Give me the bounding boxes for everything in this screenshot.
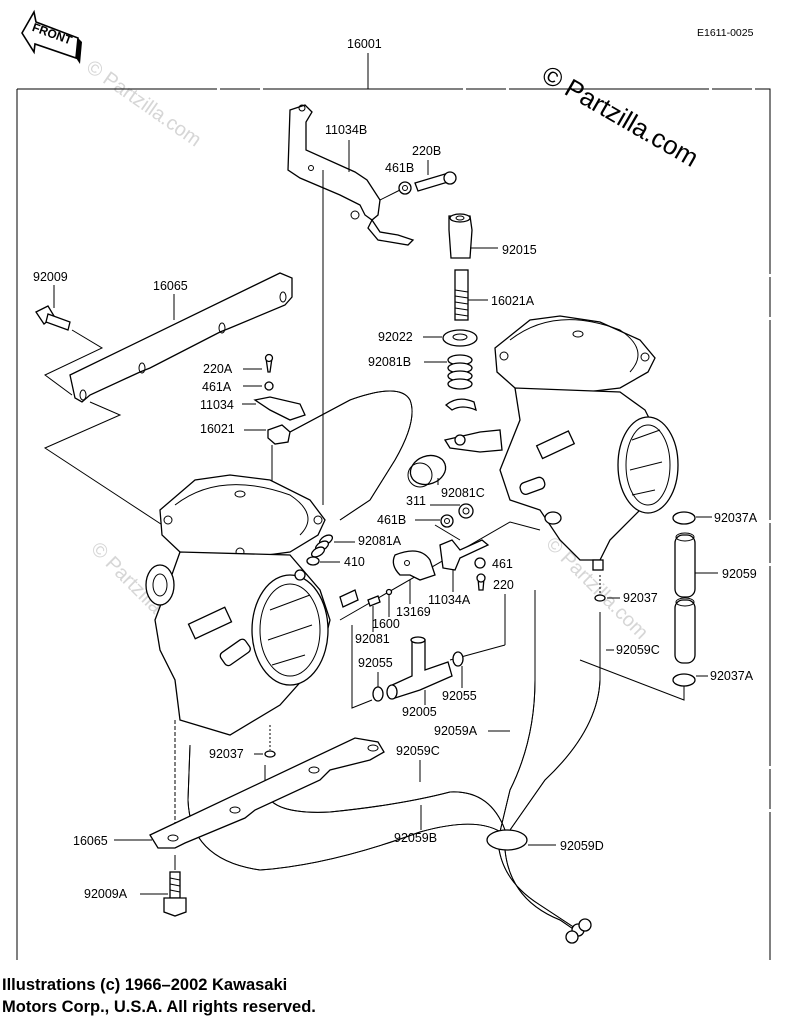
carburetor-right — [494, 315, 679, 571]
callout-92009: 92009 — [33, 270, 68, 284]
watermark-top-left: © Partzilla.com — [82, 56, 205, 151]
callout-92037-right: 92037 — [623, 591, 658, 605]
front-arrow-icon: FRONT — [21, 9, 82, 64]
clip — [444, 398, 477, 412]
callout-92059a: 92059A — [434, 724, 478, 738]
callout-11034: 11034 — [200, 398, 234, 412]
carburetor-left — [145, 474, 359, 736]
callout-311: 311 — [406, 494, 426, 508]
callout-92015: 92015 — [502, 243, 537, 257]
callout-220b: 220B — [412, 144, 441, 158]
callout-92037a-bottom: 92037A — [710, 669, 754, 683]
callout-92037-left: 92037 — [209, 747, 244, 761]
diagram-code: E1611-0025 — [697, 27, 754, 39]
callout-410: 410 — [344, 555, 365, 569]
callout-11034b: 11034B — [325, 123, 367, 137]
bolt-220b — [414, 171, 457, 192]
footer-line-2: Motors Corp., U.S.A. All rights reserved… — [2, 998, 316, 1016]
t-fitting-92005 — [386, 636, 453, 700]
spring-92081c — [407, 454, 447, 488]
bracket-16065-bottom — [149, 737, 385, 849]
clamp-92037a-bottom — [672, 673, 696, 687]
bolt-92009 — [35, 305, 71, 331]
plate-13169 — [392, 550, 436, 581]
callout-461b-mid: 461B — [377, 513, 406, 527]
adjuster-screw-16021a — [454, 269, 469, 321]
spring-92081b — [447, 354, 473, 390]
callout-92055-left: 92055 — [358, 656, 393, 670]
callout-92059d: 92059D — [560, 839, 604, 853]
callout-461b-top: 461B — [385, 161, 414, 175]
cable-fitting-16021 — [267, 424, 291, 445]
o-ring-92055-left — [372, 686, 384, 702]
callout-16065-top: 16065 — [153, 279, 188, 293]
callout-92009a: 92009A — [84, 887, 128, 901]
bracket-11034b — [287, 104, 415, 246]
washer-92022 — [442, 329, 478, 347]
callout-92059: 92059 — [722, 567, 757, 581]
callout-92059c-mid: 92059C — [396, 744, 440, 758]
callout-461: 461 — [492, 557, 513, 571]
callout-92059c-right: 92059C — [616, 643, 660, 657]
spring-92081a — [310, 534, 334, 558]
assembly-label: 16001 — [347, 37, 382, 51]
callout-92081b: 92081B — [368, 355, 411, 369]
callout-16065-bottom: 16065 — [73, 834, 108, 848]
hose-92059-pieces — [674, 532, 696, 664]
bracket-11034a — [439, 539, 490, 571]
callout-461a: 461A — [202, 380, 232, 394]
callout-92005: 92005 — [402, 705, 437, 719]
bracket-16065-top — [69, 272, 293, 403]
callout-16021a: 16021A — [491, 294, 535, 308]
callout-16021: 16021 — [200, 422, 235, 436]
washer-461b-top — [398, 181, 412, 195]
bolt-92009a — [163, 871, 187, 917]
washer-410 — [306, 556, 320, 566]
callout-92059b: 92059B — [394, 831, 437, 845]
callout-92081: 92081 — [355, 632, 390, 646]
washer-461 — [474, 557, 486, 569]
nut-311 — [458, 503, 474, 519]
footer-line-1: Illustrations (c) 1966–2002 Kawasaki — [2, 976, 288, 994]
bracket-11034 — [253, 396, 306, 421]
callout-92037a-top: 92037A — [714, 511, 758, 525]
callout-11034a: 11034A — [428, 593, 471, 607]
washer-461b-mid — [440, 514, 454, 528]
clamp-92037a-top — [672, 511, 696, 525]
adjuster-nut-92015 — [448, 213, 473, 259]
assembly-frame: 16001 — [16, 37, 771, 960]
clamp-92037-left — [264, 750, 276, 758]
copyright-footer: Illustrations (c) 1966–2002 Kawasaki Mot… — [2, 974, 316, 1018]
callout-92055-right: 92055 — [442, 689, 477, 703]
callout-1600: 1600 — [372, 617, 400, 631]
clamp-92037-right — [594, 594, 606, 602]
hose-bundle — [187, 590, 601, 944]
callout-92081c: 92081C — [441, 486, 485, 500]
washer-461a — [264, 381, 274, 391]
callout-92081a: 92081A — [358, 534, 402, 548]
callout-220a: 220A — [203, 362, 233, 376]
callout-13169: 13169 — [396, 605, 431, 619]
watermark-top-right: © Partzilla.com — [537, 59, 704, 173]
callout-220: 220 — [493, 578, 514, 592]
callout-92022: 92022 — [378, 330, 413, 344]
o-ring-92055-right — [452, 651, 464, 667]
